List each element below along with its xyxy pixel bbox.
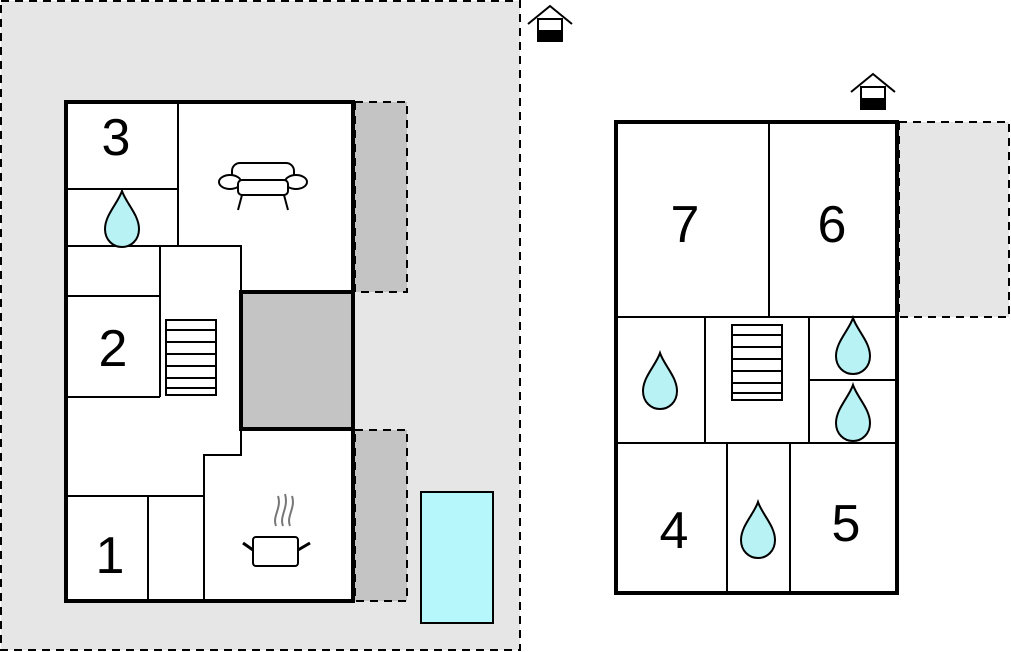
stairs-icon [165, 319, 217, 396]
room-number-1: 1 [96, 527, 125, 585]
room-number-2: 2 [99, 320, 128, 378]
room-number-3: 3 [102, 109, 131, 167]
cooking-pot-icon [242, 493, 311, 567]
room-number-7: 7 [671, 196, 700, 254]
entrance-house-icon [850, 73, 896, 110]
room-number-5: 5 [832, 495, 861, 553]
sofa-icon [218, 162, 308, 211]
terrace-area-right [898, 121, 1010, 318]
covered-terrace-upper [354, 101, 408, 293]
stairs-icon [731, 324, 783, 401]
right-interior-walls [616, 122, 897, 593]
covered-terrace-lower [354, 429, 408, 602]
pool-icon [420, 491, 494, 624]
entrance-house-icon [527, 5, 573, 42]
covered-porch [239, 290, 355, 431]
left-interior-walls [66, 102, 242, 601]
room-number-4: 4 [660, 502, 689, 560]
room-number-6: 6 [818, 196, 847, 254]
